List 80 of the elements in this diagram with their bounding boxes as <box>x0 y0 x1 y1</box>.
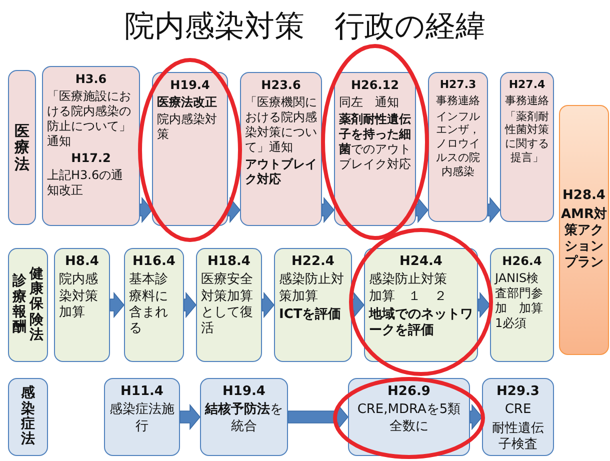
category-label-box <box>8 378 48 456</box>
block-arrow <box>140 196 153 224</box>
event-box <box>124 248 184 362</box>
block-arrow <box>470 404 483 430</box>
date-label: H11.4 <box>120 384 164 400</box>
date-label: H24.4 <box>398 254 444 270</box>
date-label: H26.4 <box>501 254 543 269</box>
block-arrow <box>416 196 429 224</box>
event-box <box>54 248 110 362</box>
event-text: 薬剤耐性遺伝子を持った細菌でのアウトブレイク対応 <box>339 112 411 172</box>
date-label: H8.4 <box>64 254 100 270</box>
date-label: H22.4 <box>290 254 336 270</box>
category-label: 感染症法 <box>21 386 35 448</box>
event-text: 感染症法施行 <box>109 402 175 435</box>
block-arrow <box>262 292 275 318</box>
event-text: 同左 通知 <box>339 95 400 110</box>
date-label: H26.12 <box>350 78 400 93</box>
date-label: H28.4 <box>562 188 606 205</box>
event-text: 「薬剤耐性菌対策に関する提言」 <box>505 110 549 164</box>
block-arrow <box>488 196 501 224</box>
event-box <box>200 378 288 456</box>
event-box <box>152 72 228 226</box>
event-box <box>428 72 488 222</box>
event-text: 医療法改正 <box>157 95 218 110</box>
block-arrow <box>478 292 491 318</box>
date-label: H29.3 <box>496 384 540 400</box>
date-label: H19.4 <box>222 384 266 400</box>
event-box <box>274 248 352 362</box>
event-box <box>364 248 478 362</box>
block-arrow <box>180 404 201 430</box>
event-text: 「医療施設における院内感染の防止について」通知 <box>47 89 132 149</box>
event-box <box>482 378 554 456</box>
event-box <box>500 72 554 222</box>
category-label-box <box>8 70 36 225</box>
event-box <box>104 378 180 456</box>
date-label: H16.4 <box>132 254 176 270</box>
event-text: CRE <box>504 402 532 418</box>
category-label: 診療報酬 <box>12 274 26 336</box>
event-text: 院内感染対策加算 <box>59 272 99 321</box>
date-label: H18.4 <box>206 254 252 270</box>
event-text: ICTを評価 <box>279 306 342 323</box>
event-text: 耐性遺伝子検査 <box>491 420 545 453</box>
event-box <box>348 378 470 456</box>
block-arrow <box>352 292 365 318</box>
date-label: H23.6 <box>260 78 302 93</box>
event-box <box>559 105 609 355</box>
event-text: 感染防止対策加算 １ ２ <box>369 272 448 305</box>
date-label: H17.2 <box>70 151 112 166</box>
category-label-box <box>8 248 48 362</box>
event-text: 事務連絡 <box>435 94 481 108</box>
event-text: CRE,MDRAを5類全数に <box>356 402 462 435</box>
event-box <box>196 248 262 362</box>
block-arrow <box>184 292 197 318</box>
event-text: 事務連絡 <box>505 94 549 108</box>
category-label: 医療法 <box>14 122 30 172</box>
event-text: 院内感染対策 <box>157 112 218 142</box>
event-text: 結核予防法を統合 <box>205 402 283 435</box>
title: 院内感染対策 行政の経緯 <box>124 8 486 46</box>
block-arrow <box>322 196 335 224</box>
event-box <box>42 66 140 226</box>
event-box <box>490 248 554 362</box>
block-arrow <box>110 292 125 318</box>
event-text: 上記H3.6の通知改正 <box>47 168 124 198</box>
event-box <box>334 72 416 226</box>
date-label: H19.4 <box>169 78 211 93</box>
event-text: AMR対策アクションプラン <box>561 206 607 272</box>
event-text: JANIS検査部門参加 加算1必須 <box>495 271 544 331</box>
date-label: H27.4 <box>508 78 546 92</box>
event-text: 地域でのネットワークを評価 <box>369 306 473 340</box>
date-label: H3.6 <box>74 72 108 87</box>
event-text: アウトブレイク対応 <box>245 157 317 187</box>
category-label: 健康保険法 <box>30 266 44 344</box>
date-label: H27.3 <box>438 78 478 92</box>
event-text: インフルエンザ，ノロウイルスの院内感染 <box>435 110 481 178</box>
event-text: 医療安全対策加算として復活 <box>201 272 254 338</box>
event-text: 基本診療料に含まれる <box>129 272 169 338</box>
event-box <box>240 72 322 226</box>
event-text: 感染防止対策加算 <box>279 272 345 305</box>
date-label: H26.9 <box>386 384 432 400</box>
event-text: 「医療機関における院内感染対策について」通知 <box>245 95 317 155</box>
